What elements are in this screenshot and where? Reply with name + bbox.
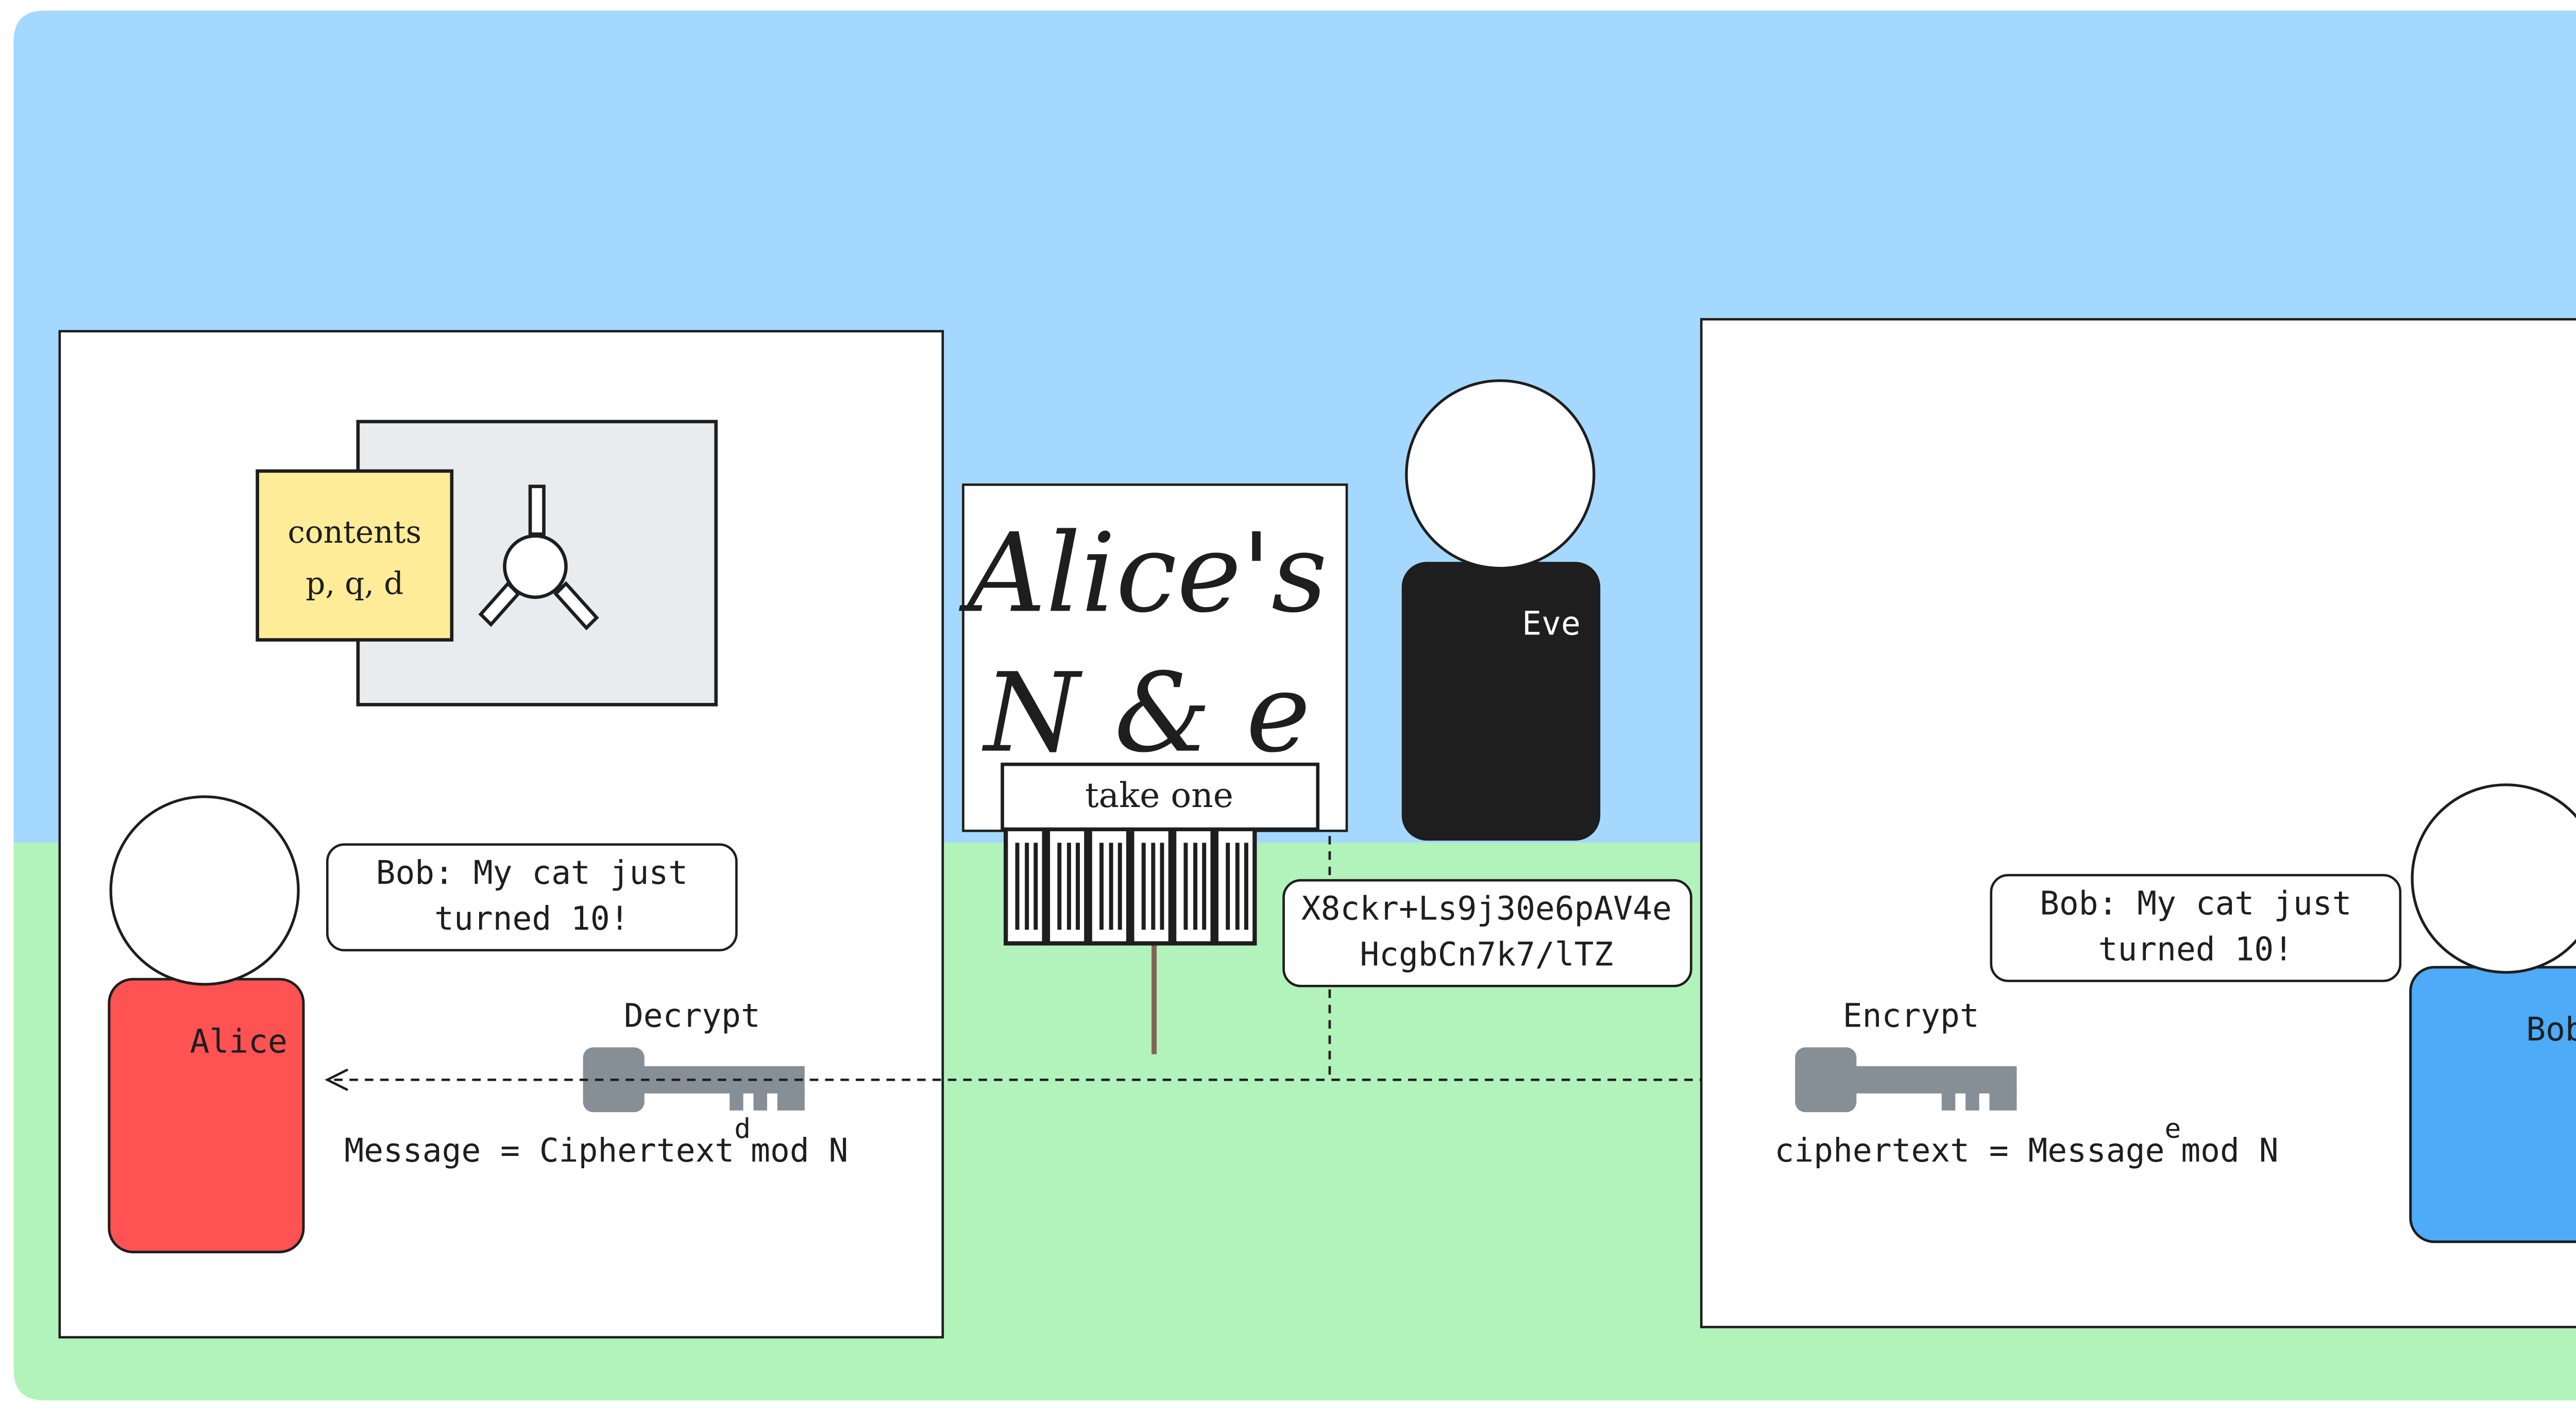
decrypt-formula-exponent: d — [734, 1113, 751, 1145]
bob-body — [2409, 966, 2576, 1244]
pamphlet[interactable] — [1045, 827, 1089, 946]
alice-arrowhead — [325, 1068, 349, 1091]
alice-message-line1: Bob: My cat just — [376, 854, 688, 892]
eve-person: Eve — [1401, 379, 1601, 841]
pamphlet[interactable] — [1088, 827, 1131, 946]
bob-head — [2411, 783, 2576, 974]
decrypt-label: Decrypt — [624, 997, 760, 1035]
bob-message-line2: turned 10! — [2098, 931, 2293, 968]
public-key-sign: Alice's N & e take one — [958, 483, 1348, 1054]
ciphertext-line2: HcgbCn7k7/lTZ — [1360, 936, 1613, 973]
take-one-label: take one — [1085, 776, 1233, 815]
take-one-tray — [1001, 762, 1320, 831]
sign-title-line1: Alice's — [958, 509, 1327, 636]
bob-message-bubble: Bob: My cat just turned 10! — [1990, 874, 2402, 982]
sticky-note — [256, 469, 454, 642]
alice-label: Alice — [190, 1022, 287, 1060]
encrypt-label: Encrypt — [1843, 997, 1979, 1035]
alice-message-line2: turned 10! — [434, 900, 629, 937]
decrypt-formula-left: Message = Ciphertext — [344, 1132, 734, 1169]
safe-dial-icon — [478, 484, 599, 631]
ciphertext-bubble: X8ckr+Ls9j30e6pAV4e HcgbCn7k7/lTZ — [1282, 879, 1692, 987]
ciphertext-line1: X8ckr+Ls9j30e6pAV4e — [1301, 889, 1672, 927]
pamphlet[interactable] — [1130, 827, 1173, 946]
eve-label: Eve — [1522, 605, 1581, 643]
alice-body — [108, 978, 305, 1253]
alice-person: Alice — [108, 795, 305, 1253]
bob-message-line1: Bob: My cat just — [2040, 884, 2352, 922]
encrypt-formula-exponent: e — [2164, 1113, 2181, 1145]
pamphlet[interactable] — [1004, 827, 1046, 946]
encrypt-formula-left: ciphertext = Message — [1775, 1132, 2165, 1169]
bob-room: Bob: My cat just turned 10! Bob Encrypt … — [1700, 318, 2576, 1329]
bob-person: Bob — [2409, 783, 2576, 1244]
sticky-note-line2: p, q, d — [306, 566, 403, 601]
pamphlet-stack — [1004, 827, 1257, 946]
sign-title-line2: N & e — [981, 649, 1311, 777]
safe: contents p, q, d — [256, 419, 718, 707]
bob-label: Bob — [2526, 1011, 2576, 1048]
encrypt-formula-right: mod N — [2181, 1132, 2278, 1169]
sticky-note-line1: contents — [287, 515, 421, 550]
alice-head — [109, 795, 300, 986]
decrypt-formula-right: mod N — [751, 1132, 848, 1169]
decrypt-formula: Message = Ciphertextdmod N — [344, 1113, 848, 1169]
alice-message-bubble: Bob: My cat just turned 10! — [326, 843, 738, 952]
encrypt-formula: ciphertext = Messageemod N — [1775, 1113, 2279, 1169]
encrypt-key-icon — [1795, 1047, 2017, 1113]
pamphlet[interactable] — [1172, 827, 1215, 946]
eve-head — [1405, 379, 1596, 570]
alice-room: contents p, q, d Alice Bob: My cat just … — [58, 330, 944, 1339]
pamphlet[interactable] — [1214, 827, 1257, 946]
